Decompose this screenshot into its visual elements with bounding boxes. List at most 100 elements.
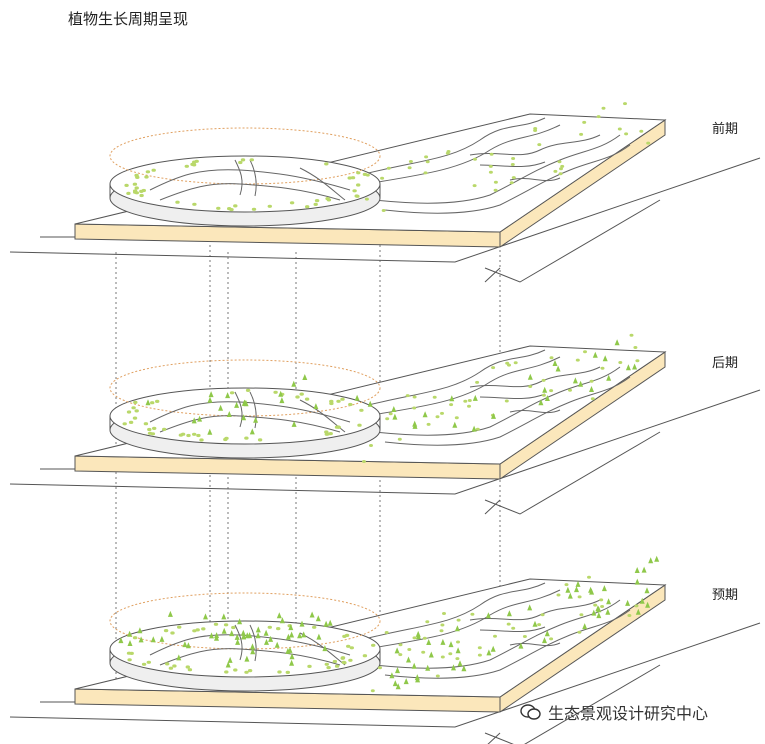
tree-glyph — [278, 390, 284, 397]
plant-dot — [233, 204, 238, 208]
tree-glyph — [426, 639, 432, 645]
plant-dot — [273, 390, 278, 394]
plant-dot — [541, 393, 546, 397]
tree-glyph — [244, 655, 250, 662]
tree-glyph — [264, 638, 269, 645]
plant-dot — [132, 189, 138, 193]
plant-dot — [355, 194, 360, 198]
tree-glyph — [391, 406, 397, 412]
tree-glyph — [301, 631, 307, 638]
tree-glyph — [538, 399, 544, 406]
plant-dot — [421, 650, 426, 654]
plant-dot — [627, 614, 632, 617]
plant-dot — [194, 159, 199, 163]
plant-dot — [422, 636, 427, 640]
tree-glyph — [316, 633, 322, 640]
plant-dot — [276, 627, 281, 631]
plant-dot — [407, 166, 412, 170]
plant-dot — [134, 409, 139, 413]
tree-glyph — [226, 411, 232, 417]
plant-dot — [440, 623, 445, 627]
plant-dot — [558, 172, 563, 176]
tree-glyph — [191, 417, 197, 424]
plant-dot — [564, 583, 569, 587]
plant-dot — [593, 603, 598, 607]
plant-dot — [473, 157, 477, 161]
plant-dot — [249, 158, 254, 162]
plant-dot — [247, 669, 253, 673]
tree-glyph — [606, 598, 612, 605]
plant-dot — [381, 209, 386, 212]
tree-glyph — [411, 662, 417, 669]
plant-dot — [126, 651, 132, 655]
plant-dot — [362, 460, 366, 463]
plant-dot — [424, 155, 429, 159]
plant-dot — [192, 432, 197, 436]
plant-dot — [435, 415, 440, 419]
plant-dot — [356, 183, 361, 187]
plant-dot — [426, 422, 431, 426]
tree-glyph — [634, 578, 640, 585]
plant-dot — [324, 430, 329, 434]
tree-glyph — [182, 641, 188, 648]
plant-dot — [467, 399, 472, 402]
tree-glyph — [209, 632, 214, 639]
tree-glyph — [572, 377, 578, 384]
plant-dot — [348, 402, 353, 407]
tree-glyph — [225, 661, 231, 668]
plant-dot — [304, 397, 310, 401]
tree-glyphs — [145, 339, 638, 435]
plant-dot — [329, 399, 334, 403]
plant-dot — [257, 438, 263, 442]
tree-glyph — [227, 656, 233, 663]
plant-dot — [557, 160, 562, 164]
stage-label-early: 前期 — [712, 122, 739, 137]
plant-dot — [633, 346, 638, 349]
tree-glyph — [244, 632, 250, 639]
tree-glyph — [279, 617, 285, 624]
plant-dot — [127, 658, 132, 662]
tree-glyph — [118, 637, 124, 644]
plant-dot — [199, 438, 204, 442]
plant-dot — [646, 141, 651, 145]
plant-dot — [172, 664, 177, 668]
plant-dot — [559, 167, 563, 171]
plant-dot — [122, 422, 127, 426]
tree-glyph — [591, 609, 597, 616]
tree-glyph — [452, 421, 458, 428]
plant-dot — [405, 394, 410, 398]
plant-dot — [362, 654, 368, 658]
plant-dot — [267, 625, 272, 629]
tree-glyph — [412, 420, 418, 427]
tree-glyph — [506, 610, 512, 617]
plant-dot — [326, 198, 332, 202]
plant-dot — [634, 604, 639, 608]
tree-glyph — [632, 363, 638, 370]
tree-glyph — [302, 374, 308, 380]
plant-dot — [456, 640, 460, 644]
tree-glyph — [240, 629, 246, 636]
plant-dot — [596, 115, 601, 119]
plant-dot — [378, 666, 382, 670]
plant-dot — [344, 633, 350, 637]
plant-dot — [132, 416, 138, 420]
plant-dot — [549, 637, 554, 641]
plant-dot — [145, 170, 151, 174]
tree-glyph — [395, 683, 401, 690]
tree-glyph — [490, 645, 496, 652]
plant-dot — [623, 102, 627, 106]
plant-dot — [356, 171, 361, 175]
tree-glyph — [527, 604, 533, 611]
plant-dot — [599, 598, 604, 602]
plant-dot — [357, 423, 362, 427]
plant-dot — [449, 403, 454, 407]
plant-dot — [340, 656, 346, 660]
tree-glyph — [137, 627, 143, 634]
plant-dot — [600, 366, 605, 370]
plant-dot — [229, 391, 235, 395]
tree-glyph — [412, 422, 418, 429]
tree-glyph — [150, 636, 156, 643]
tree-glyph — [596, 612, 602, 619]
plant-dot — [299, 392, 304, 396]
tree-glyph — [532, 620, 538, 627]
